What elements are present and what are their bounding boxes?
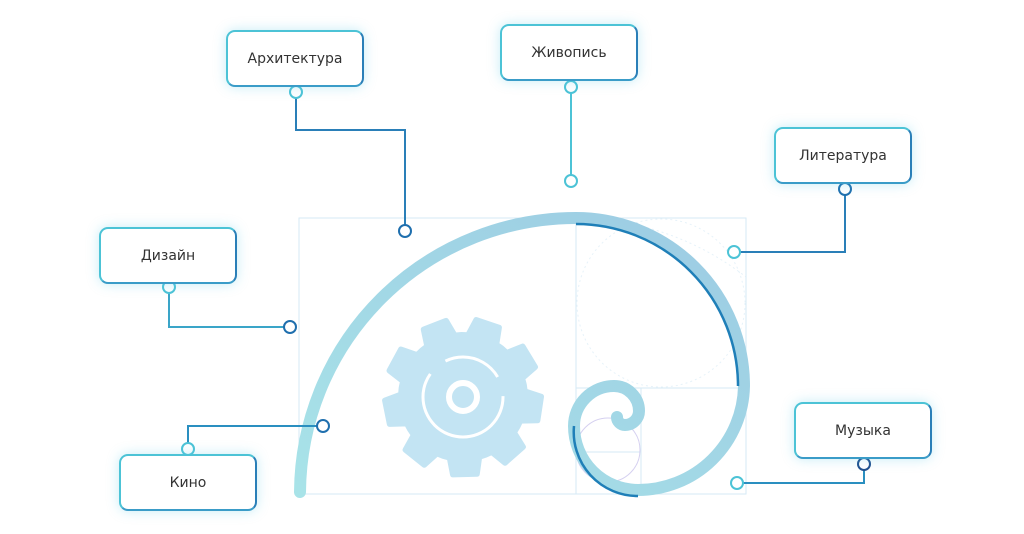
golden-spiral-edge [572, 222, 740, 498]
label-text: Литература [799, 147, 887, 164]
label-music: Музыка [794, 402, 932, 459]
gear-body [382, 317, 544, 478]
label-cinema: Кино [119, 454, 257, 511]
label-text: Архитектура [247, 50, 343, 67]
label-text: Кино [169, 474, 207, 491]
label-design: Дизайн [99, 227, 237, 284]
label-architecture: Архитектура [226, 30, 364, 87]
label-text: Музыка [835, 422, 891, 439]
golden-spiral [294, 211, 751, 498]
label-text: Живопись [531, 44, 607, 61]
gear-icon [382, 317, 544, 478]
gear-inner-rings [421, 355, 505, 439]
label-text: Дизайн [140, 247, 196, 264]
label-painting: Живопись [500, 24, 638, 81]
label-literature: Литература [774, 127, 912, 184]
